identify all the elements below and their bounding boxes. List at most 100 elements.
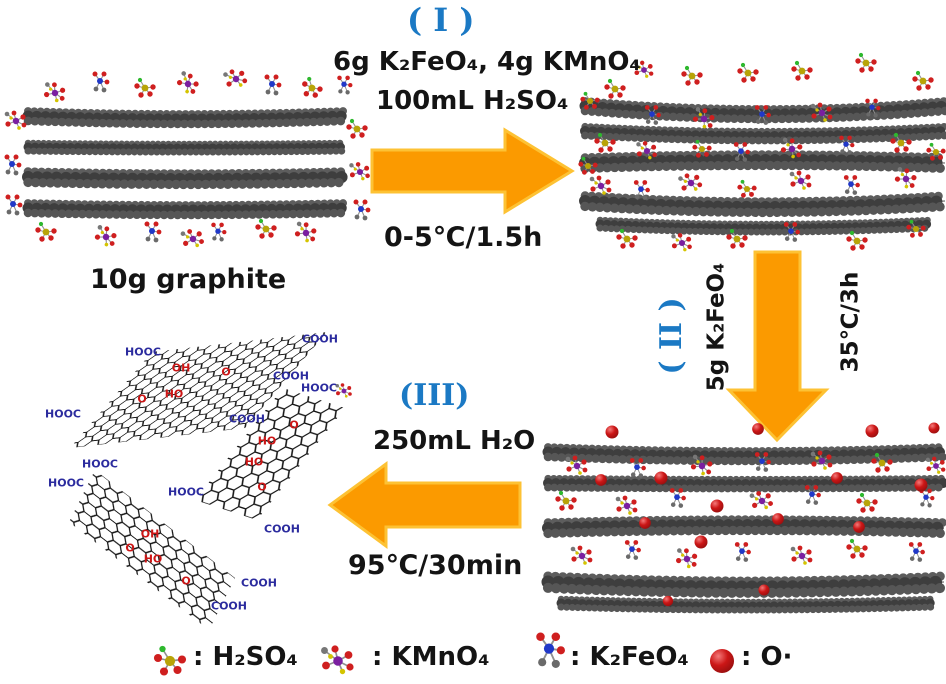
- carboxyl-group-label: HOOC: [301, 381, 337, 395]
- step2-arrow-down: [725, 250, 830, 443]
- oxygen-group-label: HO: [143, 552, 163, 566]
- graphite-layer: [543, 478, 946, 489]
- graphite-layer: [541, 575, 946, 594]
- oxygen-group-label: OH: [140, 527, 160, 541]
- carboxyl-group-label: COOH: [211, 599, 247, 613]
- step1-condition: 0-5℃/1.5h: [384, 222, 543, 253]
- kmno4-molecule-icon: [173, 68, 203, 98]
- oxygen-group-label: HO: [244, 455, 264, 469]
- kmno4-molecule-icon: [348, 161, 371, 181]
- graphite-layer: [544, 483, 946, 493]
- oxygen-radical-icon: [928, 422, 940, 434]
- carboxyl-group-label: HOOC: [125, 345, 161, 359]
- h2so4-molecule-icon: [254, 218, 278, 240]
- kmno4-molecule-icon: [570, 545, 593, 566]
- carboxyl-group-label: HOOC: [45, 407, 81, 421]
- h2so4-molecule-icon: [680, 65, 704, 87]
- k2feo4-molecule-icon: [843, 174, 861, 196]
- go-sheet-bottom: [68, 470, 235, 631]
- oxygen-group-label: O: [289, 418, 299, 432]
- graphite-layer: [543, 452, 946, 466]
- h2so4-molecule-icon: [736, 62, 760, 84]
- kmno4-molecule-icon: [41, 80, 68, 105]
- oxygen-radical-icon: [831, 472, 843, 484]
- oxygen-group-label: OH: [171, 361, 191, 375]
- oxygen-radical-icon: [639, 517, 651, 529]
- k2feo4-molecule-icon: [336, 75, 353, 95]
- kmno4-molecule-icon: [789, 170, 812, 191]
- oxygen-radical-icon: [662, 595, 674, 607]
- oxygen-group-label: O: [125, 541, 135, 555]
- carboxyl-group-label: COOH: [241, 576, 277, 590]
- step1-label: ( I ): [407, 1, 475, 39]
- h2so4-molecule-icon: [845, 538, 869, 560]
- graphite-layer: [579, 100, 946, 120]
- start-material-label: 10g graphite: [90, 264, 287, 295]
- step3-reagent: 250mL H₂O: [373, 426, 536, 456]
- oxygen-radical-icon: [752, 423, 764, 435]
- oxygen-group-label: HO: [257, 434, 277, 448]
- h2so4-molecule-icon: [790, 60, 814, 82]
- graphite-layer: [22, 171, 350, 185]
- graphite-layer: [22, 202, 350, 216]
- k2feo4-molecule-icon: [908, 541, 926, 563]
- h2so4-molecule-icon: [133, 77, 157, 99]
- carboxyl-group-label: HOOC: [168, 485, 204, 499]
- oxygen-group-label: O: [137, 392, 147, 406]
- k2feo4-molecule-icon: [3, 153, 22, 176]
- step1-reagents-line2: 100mL H₂SO₄: [376, 86, 569, 116]
- oxygen-group-label: HO: [164, 387, 184, 401]
- step3-arrow-left: [327, 461, 522, 549]
- kmno4-molecule-icon: [320, 644, 355, 676]
- oxygen-radical-icon: [595, 474, 607, 486]
- step2-reagent: 5g K₂FeO₄: [703, 262, 730, 392]
- graphite-layer: [23, 177, 349, 190]
- oxygen-radical-icon: [605, 425, 619, 439]
- oxygen-radical-icon: [709, 648, 735, 674]
- oxygen-radical-icon: [694, 535, 708, 549]
- h2so4-molecule-icon: [736, 179, 758, 199]
- graphite-layer: [580, 106, 946, 124]
- h2so4-molecule-icon: [345, 118, 369, 140]
- carboxyl-group-label: COOH: [273, 369, 309, 383]
- carboxyl-group-label: COOH: [302, 332, 338, 346]
- carboxyl-group-label: COOH: [229, 412, 265, 426]
- legend-label-k2feo4: : K₂FeO₄: [570, 642, 689, 672]
- oxygen-radical-icon: [772, 513, 784, 525]
- h2so4-molecule-icon: [298, 74, 326, 101]
- oxygen-radical-icon: [758, 584, 770, 596]
- graphite-layer: [24, 147, 348, 156]
- graphite-layer: [542, 446, 946, 462]
- k2feo4-molecule-icon: [734, 541, 752, 563]
- graphite-layer: [579, 195, 946, 213]
- oxygen-group-label: O: [221, 365, 231, 379]
- kmno4-molecule-icon: [615, 495, 638, 516]
- oxygen-radical-icon: [865, 424, 879, 438]
- kmno4-molecule-icon: [292, 219, 320, 245]
- k2feo4-molecule-icon: [143, 220, 162, 243]
- h2so4-molecule-icon: [855, 492, 879, 514]
- kmno4-molecule-icon: [179, 226, 206, 251]
- legend-label-oxygen-radical: : O·: [741, 642, 793, 672]
- graphite-layer: [596, 224, 934, 236]
- graphite-layer: [556, 598, 936, 611]
- graphite-layer: [23, 142, 349, 153]
- graphite-layer: [557, 603, 935, 614]
- kmno4-molecule-icon: [335, 382, 353, 399]
- graphite-layer: [580, 126, 946, 141]
- kmno4-molecule-icon: [670, 232, 693, 252]
- oxygen-radical-icon: [914, 478, 928, 492]
- graphite-layer: [542, 582, 946, 598]
- step1-reagents-line1: 6g K₂FeO₄, 4g KMnO₄: [333, 47, 641, 77]
- h2so4-molecule-icon: [603, 78, 627, 100]
- oxygen-radical-icon: [710, 499, 724, 513]
- graphite-layer: [23, 116, 349, 129]
- k2feo4-molecule-icon: [4, 193, 23, 216]
- graphite-layer: [543, 525, 946, 539]
- h2so4-molecule-icon: [854, 52, 878, 74]
- step1-arrow-right: [370, 127, 575, 215]
- go-sheet-right: [195, 387, 346, 521]
- step3-label: (III): [399, 378, 470, 413]
